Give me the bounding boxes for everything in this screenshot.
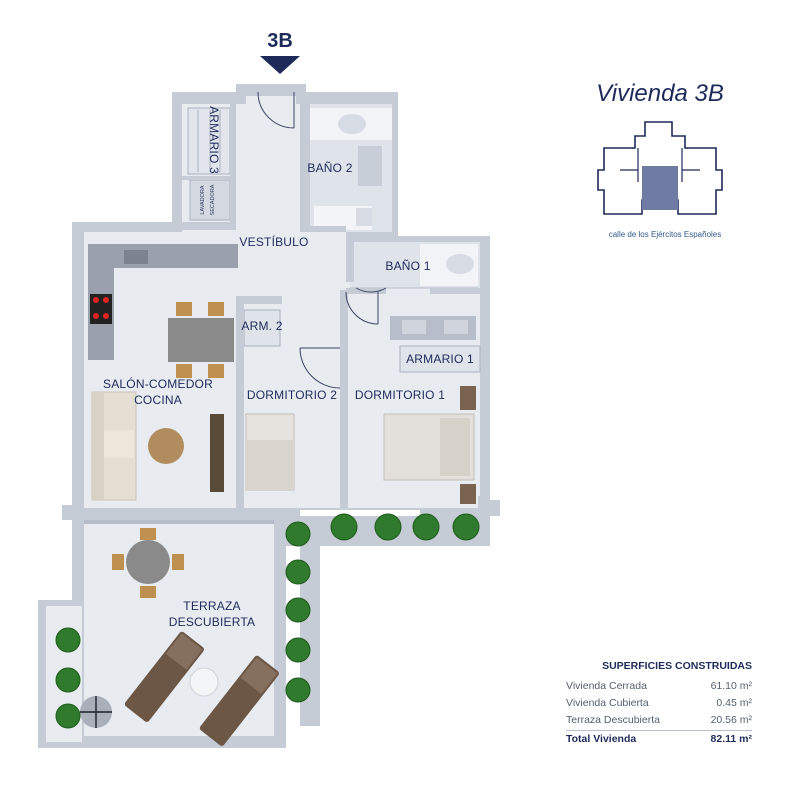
area-total-row: Total Vivienda 82.11 m² <box>566 731 752 747</box>
area-summary-title: SUPERFICIES CONSTRUIDAS <box>602 660 752 672</box>
entrance-arrow-icon <box>260 56 300 74</box>
area-row-label: Vivienda Cerrada <box>566 680 647 692</box>
key-plan-unit-highlight <box>642 166 678 210</box>
label-cocina: COCINA <box>134 393 182 407</box>
area-row-value: 0.45 m² <box>716 697 752 709</box>
dining-table <box>168 302 234 378</box>
key-plan <box>597 121 723 215</box>
area-row: Vivienda Cubierta 0.45 m² <box>566 695 752 712</box>
street-label: calle de los Ejércitos Españoles <box>608 230 722 239</box>
label-armario-1: ARMARIO 1 <box>406 352 474 366</box>
area-row: Terraza Descubierta 20.56 m² <box>566 712 752 729</box>
label-secadora: SECADORA <box>210 184 216 215</box>
label-dormitorio-2: DORMITORIO 2 <box>247 388 337 402</box>
door-swings <box>257 91 387 389</box>
unit-title: Vivienda 3B <box>596 80 724 107</box>
interior-walls <box>182 104 480 508</box>
area-total-value: 82.11 m² <box>710 733 752 745</box>
bathroom-2 <box>310 104 392 232</box>
area-row-value: 61.10 m² <box>710 680 752 692</box>
label-salon-comedor: SALÓN-COMEDOR <box>103 376 213 391</box>
outdoor-table <box>112 528 184 598</box>
label-arm-2: ARM. 2 <box>241 319 282 333</box>
living-furniture <box>91 391 224 501</box>
label-descubierta: DESCUBIERTA <box>169 615 255 629</box>
sun-loungers <box>124 631 279 746</box>
kitchen-counter <box>88 244 238 360</box>
area-row-value: 20.56 m² <box>710 714 752 726</box>
label-lavadora: LAVADORA <box>200 185 206 214</box>
label-dormitorio-1: DORMITORIO 1 <box>355 388 445 402</box>
bed-dormitorio-2 <box>245 413 295 491</box>
closets <box>187 107 481 373</box>
label-terraza: TERRAZA <box>183 599 240 613</box>
planter-plants <box>55 513 480 729</box>
label-armario-3: ARMARIO 3 <box>207 106 221 174</box>
bathroom-1 <box>350 242 480 340</box>
label-bano-2: BAÑO 2 <box>307 161 352 175</box>
umbrella-icon <box>80 696 112 728</box>
bed-dormitorio-1 <box>383 386 476 504</box>
label-vestibulo: VESTÍBULO <box>239 234 308 249</box>
area-summary: SUPERFICIES CONSTRUIDAS Vivienda Cerrada… <box>566 660 752 747</box>
area-divider <box>566 730 752 731</box>
unit-marker-label: 3B <box>267 30 293 52</box>
area-row: Vivienda Cerrada 61.10 m² <box>566 678 752 695</box>
area-row-label: Vivienda Cubierta <box>566 697 649 709</box>
area-total-label: Total Vivienda <box>566 733 637 745</box>
area-row-label: Terraza Descubierta <box>566 714 660 726</box>
label-bano-1: BAÑO 1 <box>385 259 430 273</box>
